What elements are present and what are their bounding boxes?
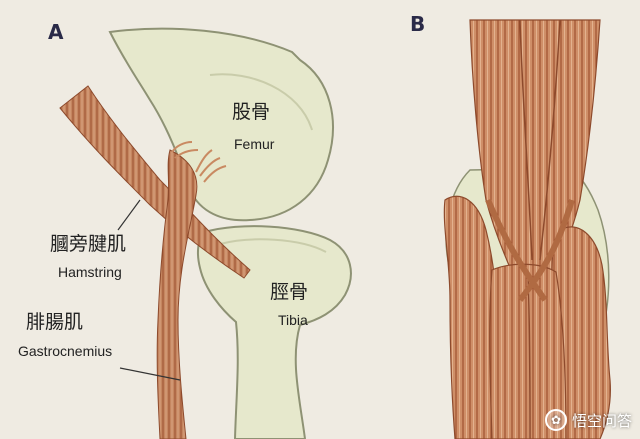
hamstring-leader-line [117,199,141,231]
tibia-bone [196,225,352,439]
gastrocnemius-muscle [156,149,198,439]
tibia-label-cn: 脛骨 [270,281,309,303]
speech-bubble-icon: ✿ [544,409,567,431]
hamstring-label-en: Hamstring [58,264,122,280]
hamstring-label-cn: 膕旁腱肌 [50,233,127,255]
tibia-label-en: Tibia [278,312,308,328]
calf-muscles [489,263,567,439]
femur-label-en: Femur [234,136,275,152]
watermark: ✿ 悟空问答 [544,407,632,433]
femur-bone [108,27,334,222]
gastrocnemius-label-cn: 腓腸肌 [26,311,84,333]
hamstring-muscle [59,85,251,279]
gastrocnemius-leader-line [119,367,181,381]
femur-label-cn: 股骨 [232,101,271,123]
watermark-text: 悟空问答 [571,411,632,430]
panel-b-letter: B [410,12,426,36]
panel-a-letter: A [48,20,64,44]
gastrocnemius-label-en: Gastrocnemius [18,343,113,359]
